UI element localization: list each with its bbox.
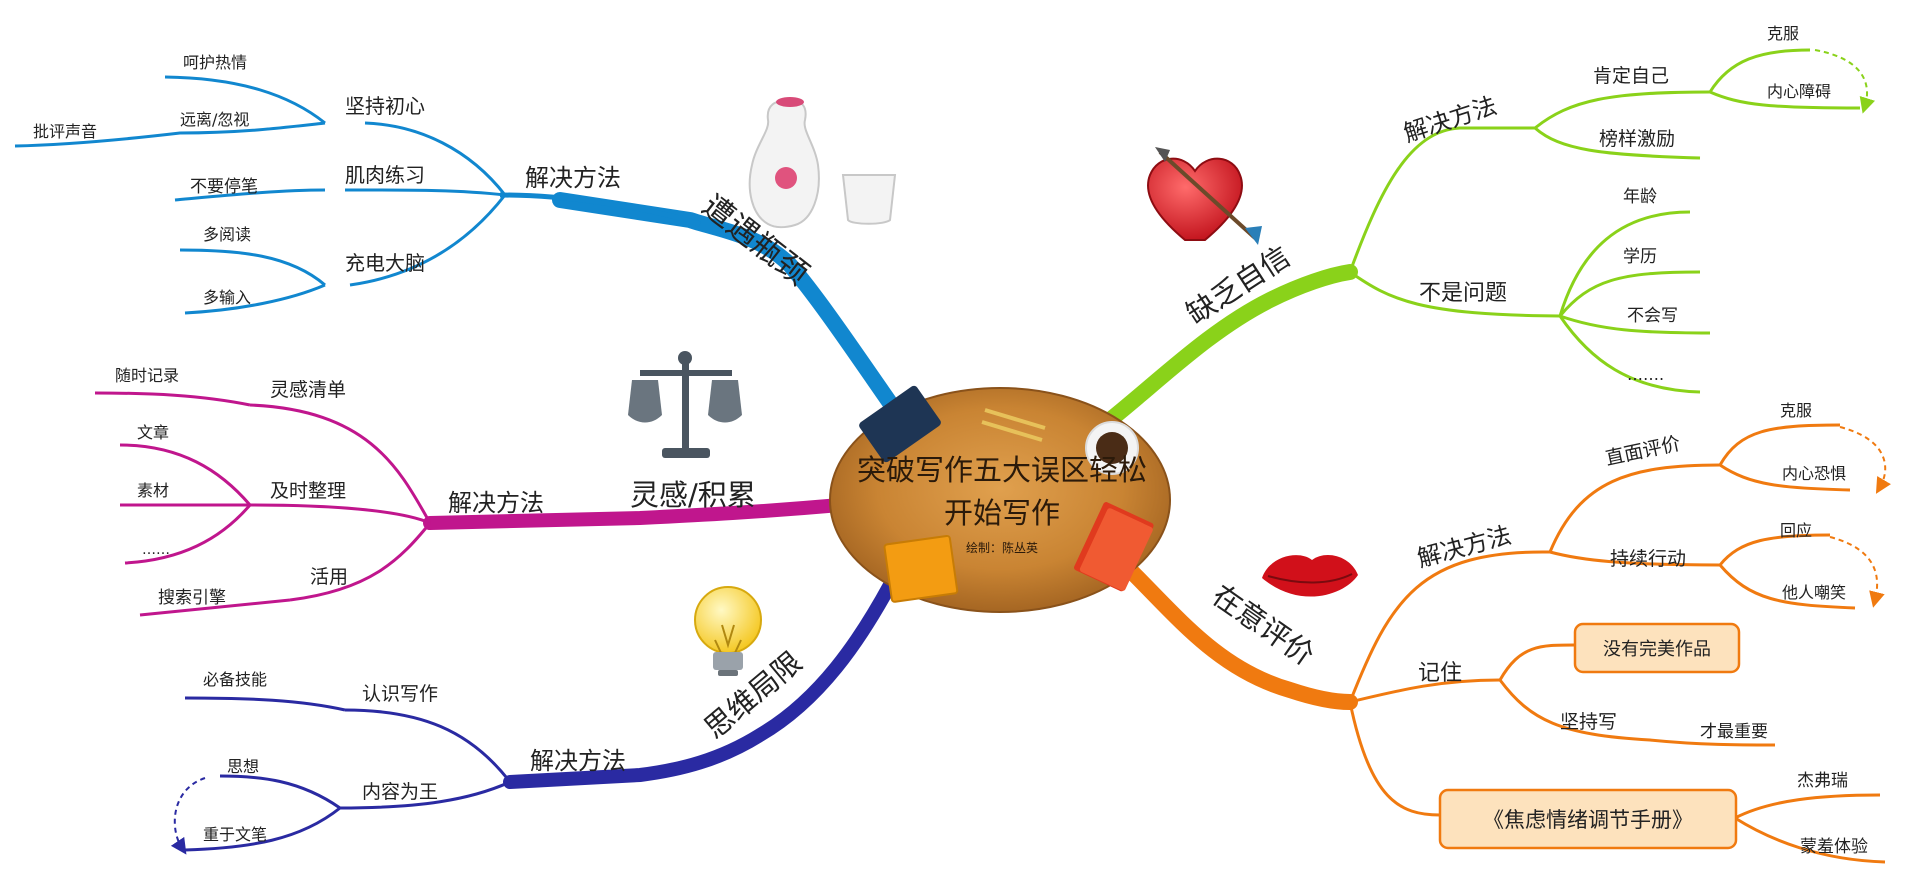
confidence-notproblem: 不是问题 [1419,281,1507,306]
evaluation-remember: 记住 [1418,661,1462,686]
branch-bottleneck-main-thin [499,192,701,227]
branch-bottleneck-main [552,192,903,418]
evaluation-action-leaf1: 回应 [1780,521,1812,540]
inspiration-organize-leaf3: …… [142,542,170,558]
evaluation-book-box [1438,788,1738,850]
bottleneck-recharge-leaf1: 多阅读 [203,225,251,244]
lightbulb-icon [694,586,762,676]
evaluation-face-leaf1: 克服 [1780,401,1812,420]
evaluation-book-leaf1: 杰弗瑞 [1797,771,1848,791]
coffee-cup-icon [1085,421,1139,475]
bottleneck-recharge: 充电大脑 [345,251,425,275]
evaluation-face-leaf2: 内心恐惧 [1782,464,1846,483]
confidence-rolemodel: 榜样激励 [1599,128,1675,150]
center-topic: 突破写作五大误区轻松 开始写作 绘制：陈丛英 [829,385,1171,613]
orange-dashed-arrow-1 [1839,426,1891,494]
thinking-method: 解决方法 [530,747,626,775]
center-title-line1: 突破写作五大误区轻松 [857,453,1147,487]
sake-bottle-icon [748,97,897,229]
green-dashed-arrow [1814,49,1876,114]
confidence-np-leaf3: 不会写 [1627,306,1678,326]
confidence-affirm-leaf1: 克服 [1767,24,1799,43]
inspiration-organize-leaf1: 文章 [137,423,169,442]
inspiration-organize-leaf2: 素材 [137,481,169,500]
evaluation-keep-leaf: 才最重要 [1700,722,1768,742]
tablet-icon [859,385,941,463]
branch-evaluation-main [1122,562,1358,710]
notebook-red-icon [1074,502,1154,592]
inspiration-use-leaf: 搜索引擎 [158,588,226,608]
notebook-orange-icon [883,534,959,603]
confidence-affirm-leaf2: 内心障碍 [1767,82,1831,101]
confidence-np-leaf1: 年龄 [1623,187,1657,207]
confidence-np-leaf2: 学历 [1623,247,1657,267]
thinking-content: 内容为王 [362,781,438,803]
evaluation-action-leaf2: 他人嘲笑 [1782,583,1846,602]
inspiration-organize: 及时整理 [270,480,346,502]
thinking-know-leaf: 必备技能 [203,670,267,689]
inspiration-list-leaf: 随时记录 [115,366,179,385]
confidence-method: 解决方法 [1400,91,1500,147]
topic-inspiration: 灵感/积累 [630,478,756,512]
evaluation-action: 持续行动 [1610,548,1686,570]
branch-inspiration-main [423,498,847,530]
evaluation-face: 直面评价 [1603,433,1682,470]
confidence-np-leaf4: ……. [1627,365,1664,384]
bottleneck-persist-leaf2-sub: 批评声音 [33,122,97,141]
evaluation-perfect: 没有完美作品 [1603,639,1711,660]
center-title-line2: 开始写作 [944,496,1060,530]
orange-dashed-arrow-2 [1829,536,1885,608]
bottleneck-muscle: 肌肉练习 [345,163,425,187]
thinking-content-leaf1: 思想 [227,757,259,776]
center-author: 绘制：陈丛英 [966,540,1038,555]
inspiration-method: 解决方法 [448,489,544,517]
evaluation-keep: 坚持写 [1560,711,1617,733]
bottleneck-recharge-leaf2: 多输入 [203,288,251,307]
navy-dashed-arrow [170,777,206,855]
heart-arrow-icon [1147,147,1262,245]
lips-icon [1262,555,1358,597]
bottleneck-persist-leaf2: 远离/忽视 [180,110,249,129]
inspiration-list: 灵感清单 [270,379,346,401]
bottleneck-persist-leaf1: 呵护热情 [183,53,247,72]
pencil-icon [981,408,1046,442]
thinking-know: 认识写作 [362,683,438,705]
evaluation-book: 《焦虑情绪调节手册》 [1483,808,1693,832]
inspiration-use: 活用 [310,566,348,588]
evaluation-method: 解决方法 [1414,521,1514,573]
thinking-content-leaf2: 重于文笔 [203,825,267,844]
bottleneck-persist: 坚持初心 [345,94,425,118]
balance-scale-icon [628,351,742,458]
branch-confidence-main [1102,264,1358,428]
evaluation-perfect-box [1573,622,1741,674]
bottleneck-method: 解决方法 [525,164,621,192]
confidence-affirm: 肯定自己 [1593,65,1669,87]
branch-thinking-main [503,578,897,789]
evaluation-book-leaf2: 蒙羞体验 [1800,837,1868,857]
bottleneck-muscle-leaf: 不要停笔 [190,177,258,197]
